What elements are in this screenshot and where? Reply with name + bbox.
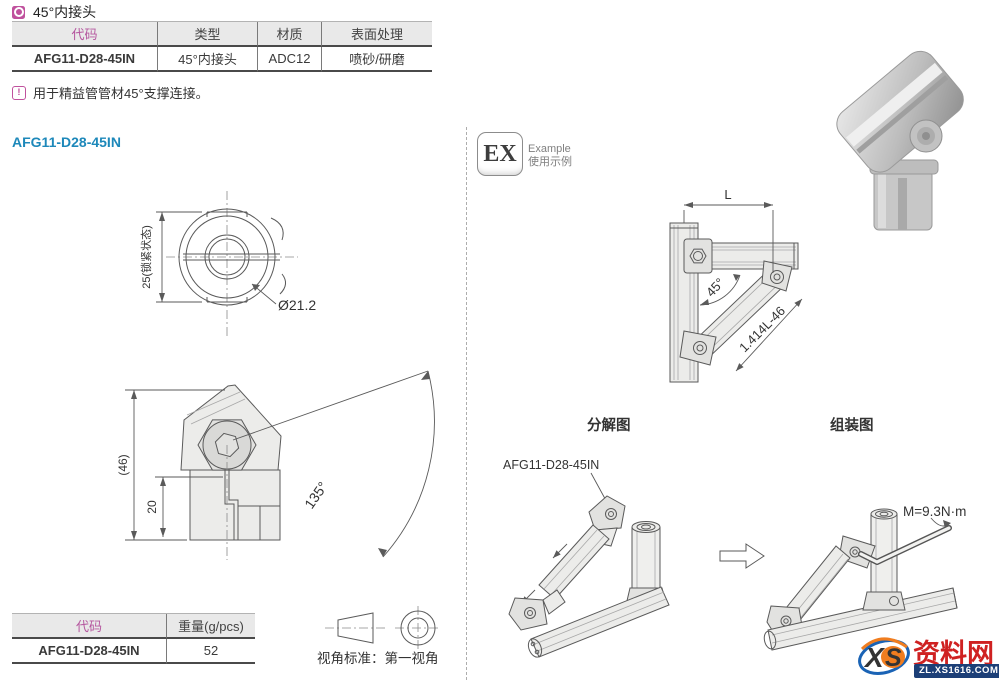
- note-exclamation-icon: !: [12, 85, 26, 100]
- product-photo: [836, 50, 964, 231]
- spec-value-material: ADC12: [258, 47, 322, 72]
- usage-note: ! 用于精益管管材45°支撑连接。: [12, 83, 209, 102]
- logo-letter-s: S: [885, 644, 902, 672]
- front-view-drawing: 135° (46) 20: [116, 370, 435, 560]
- part-code-link[interactable]: AFG11-D28-45IN: [12, 639, 167, 664]
- example-labels: Example 使用示例: [528, 143, 572, 169]
- weight-value: 52: [167, 639, 255, 664]
- spec-header-finish: 表面处理: [322, 22, 432, 47]
- weight-header-code: 代码: [12, 614, 167, 639]
- spec-header-type: 类型: [158, 22, 258, 47]
- spec-value-type: 45°内接头: [158, 47, 258, 72]
- example-badge: EX: [477, 132, 523, 176]
- example-structure-drawing: L 45° 1.414L-46: [669, 187, 803, 383]
- page-title-row: 45°内接头: [12, 2, 96, 22]
- forward-arrow-icon: [719, 543, 765, 569]
- example-label-en: Example: [528, 143, 571, 155]
- assembled-view-title: 组装图: [830, 418, 874, 434]
- dim-diameter-label: Ø21.2: [278, 297, 316, 313]
- site-watermark: X S 资料网 ZL.XS1616.COM: [856, 631, 999, 682]
- exploded-view-drawing: AFG11-D28-45IN: [503, 458, 670, 658]
- spec-header-material: 材质: [258, 22, 322, 47]
- dim-locked-height-label: 25(锁紧状态): [139, 225, 153, 289]
- logo-letter-x: X: [863, 642, 886, 673]
- exploded-view-title: 分解图: [587, 418, 631, 434]
- page-title: 45°内接头: [33, 4, 97, 20]
- torque-label: M=9.3N·m: [903, 504, 966, 519]
- part-code-link[interactable]: AFG11-D28-45IN: [12, 47, 158, 72]
- spec-table: 代码 类型 材质 表面处理 AFG11-D28-45IN 45°内接头 ADC1…: [12, 21, 432, 72]
- category-bullet-icon: [12, 5, 25, 19]
- weight-header-weight: 重量(g/pcs): [167, 614, 255, 639]
- first-angle-projection-icon: [325, 606, 441, 650]
- model-label: AFG11-D28-45IN: [12, 134, 121, 150]
- spec-header-code: 代码: [12, 22, 158, 47]
- dim-angle-label: 45°: [703, 275, 727, 300]
- dim-angle-label: 135°: [301, 479, 331, 512]
- site-url-link[interactable]: ZL.XS1616.COM: [914, 664, 999, 678]
- note-text: 用于精益管管材45°支撑连接。: [33, 86, 209, 101]
- weight-table: 代码 重量(g/pcs) AFG11-D28-45IN 52: [12, 613, 255, 664]
- spec-value-finish: 喷砂/研磨: [322, 47, 432, 72]
- example-label-cn: 使用示例: [528, 156, 572, 168]
- assembly-view-drawing: M=9.3N·m: [763, 504, 966, 651]
- top-view-drawing: 25(锁紧状态) Ø21.2: [139, 191, 316, 337]
- part-callout-label[interactable]: AFG11-D28-45IN: [503, 458, 599, 472]
- dim-length-label: L: [724, 187, 731, 202]
- dim-lower-label: 20: [145, 500, 159, 514]
- projection-caption: 视角标准：第一视角: [317, 651, 439, 666]
- dim-overall-label: (46): [116, 454, 130, 475]
- xs-logo-icon: X S: [858, 637, 910, 675]
- column-divider: [466, 127, 467, 680]
